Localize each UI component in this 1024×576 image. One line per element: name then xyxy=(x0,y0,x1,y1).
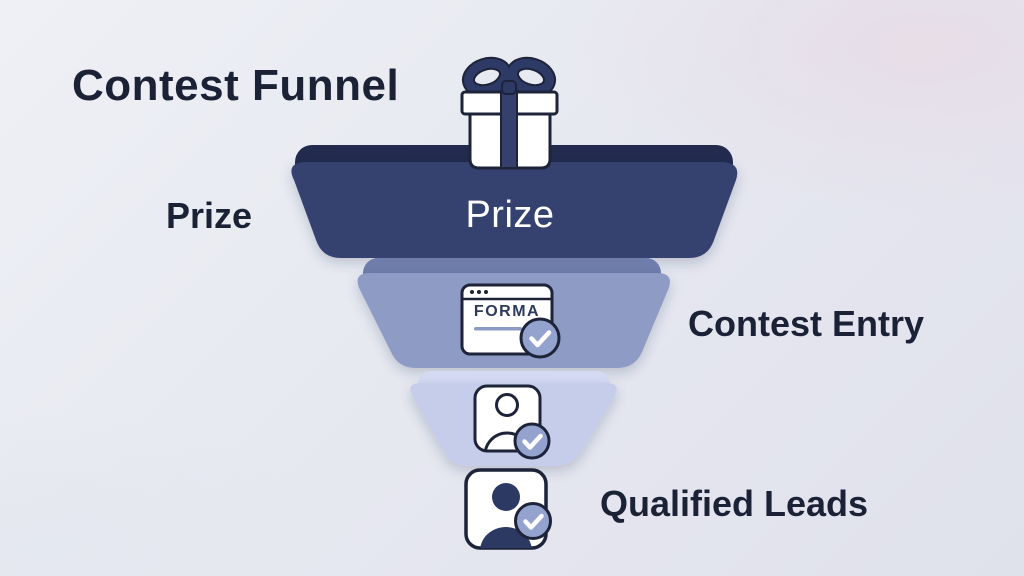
tier-prize-label: Prize xyxy=(465,194,555,236)
check-badge-icon xyxy=(519,317,561,359)
person-outline-icon xyxy=(473,384,551,460)
stage-label-contest-entry: Contest Entry xyxy=(688,303,925,344)
stage-label-qualified-leads: Qualified Leads xyxy=(600,483,869,524)
gift-icon xyxy=(460,56,559,170)
page-title: Contest Funnel xyxy=(72,61,400,110)
check-badge-icon xyxy=(514,502,552,540)
window-dot xyxy=(484,290,488,294)
forma-text: FORMA xyxy=(473,303,541,320)
stage-label-prize: Prize xyxy=(166,195,253,236)
window-dot xyxy=(477,290,481,294)
forma-underline xyxy=(474,327,522,331)
tier-prize-body xyxy=(291,162,738,258)
person-filled-icon xyxy=(464,468,552,550)
check-badge-icon xyxy=(513,422,551,460)
window-dot xyxy=(470,290,474,294)
form-icon xyxy=(460,283,561,359)
